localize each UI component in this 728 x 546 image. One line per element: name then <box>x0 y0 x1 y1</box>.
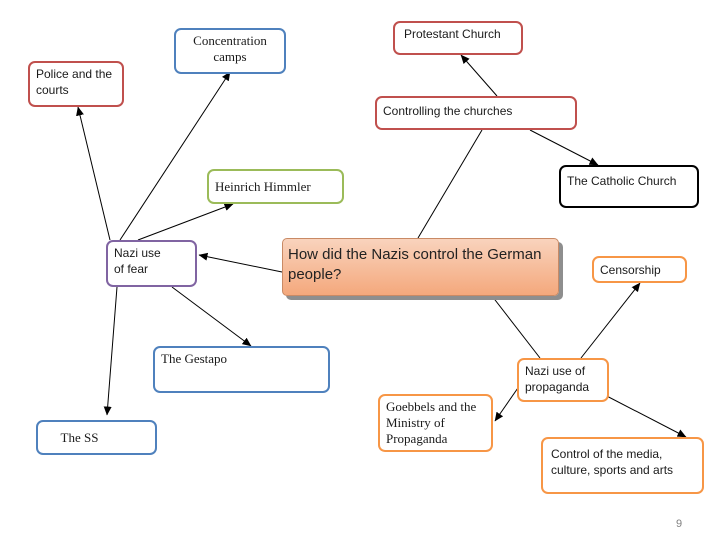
node-catholic-church-label: The Catholic Church <box>567 174 677 188</box>
central-question-text: How did the Nazis control the German peo… <box>288 246 542 283</box>
node-controlling-churches: Controlling the churches <box>375 96 577 130</box>
link-fear-ss <box>103 286 118 416</box>
node-protestant-church: Protestant Church <box>393 21 523 55</box>
node-nazi-use-of-propaganda: Nazi use of propaganda <box>517 358 609 402</box>
node-censorship: Censorship <box>592 256 687 283</box>
link-churches-catholic <box>529 129 599 166</box>
link-fear-camps <box>119 71 231 241</box>
node-police-courts: Police and the courts <box>28 61 124 107</box>
link-fear-himmler <box>137 203 234 241</box>
page-number: 9 <box>676 518 683 530</box>
node-nazi-use-of-propaganda-label: Nazi use of propaganda <box>525 364 590 394</box>
node-the-ss-label: The SS <box>60 430 99 445</box>
node-nazi-use-of-fear-label: Nazi use of fear <box>114 246 161 276</box>
node-concentration-camps: Concentration camps <box>174 28 286 74</box>
central-question: How did the Nazis control the German peo… <box>282 238 559 296</box>
node-concentration-camps-label: Concentration camps <box>193 33 267 64</box>
link-fear-police <box>76 106 111 241</box>
node-protestant-church-label: Protestant Church <box>404 27 501 41</box>
node-goebbels-ministry: Goebbels and the Ministry of Propaganda <box>378 394 493 452</box>
link-central-propaganda <box>491 295 541 359</box>
node-nazi-use-of-fear: Nazi use of fear <box>106 240 197 287</box>
link-central-fear <box>198 252 283 273</box>
node-controlling-churches-label: Controlling the churches <box>383 104 513 118</box>
node-the-gestapo: The Gestapo <box>153 346 330 393</box>
node-police-courts-label: Police and the courts <box>36 67 113 97</box>
link-propaganda-goebbels <box>494 384 521 422</box>
node-heinrich-himmler: Heinrich Himmler <box>207 169 344 204</box>
link-churches-protestant <box>460 54 498 97</box>
node-goebbels-ministry-label: Goebbels and the Ministry of Propaganda <box>386 399 477 446</box>
node-control-of-media: Control of the media, culture, sports an… <box>541 437 704 494</box>
link-propaganda-media <box>598 391 687 438</box>
node-the-ss: The SS <box>36 420 157 455</box>
link-central-churches <box>417 129 483 239</box>
node-catholic-church: The Catholic Church <box>559 165 699 208</box>
node-censorship-label: Censorship <box>600 263 661 277</box>
node-control-of-media-label: Control of the media, culture, sports an… <box>551 447 674 477</box>
node-the-gestapo-label: The Gestapo <box>161 351 228 366</box>
node-heinrich-himmler-label: Heinrich Himmler <box>215 179 311 194</box>
link-propaganda-censorship <box>580 282 641 359</box>
link-fear-gestapo <box>171 286 252 347</box>
